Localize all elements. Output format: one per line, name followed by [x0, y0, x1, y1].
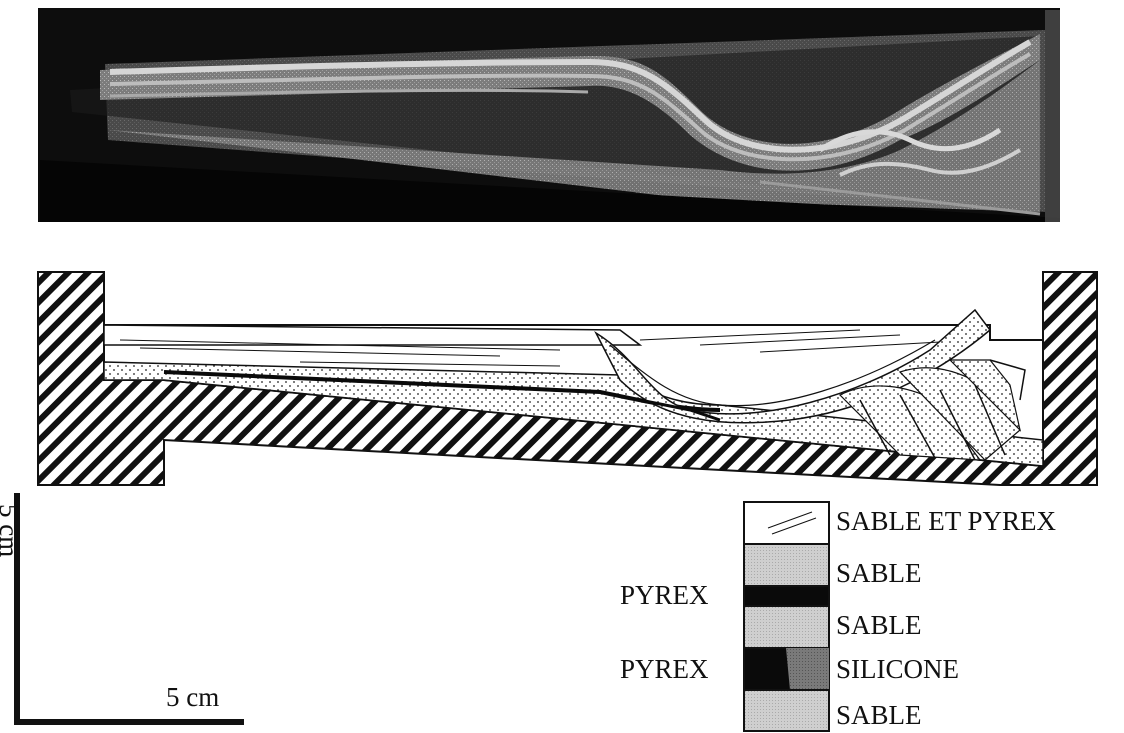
legend-swatch-sable-pyrex — [744, 502, 829, 544]
legend-swatch-sable-2 — [744, 606, 829, 648]
legend-side-label-pyrex-2: PYREX — [620, 656, 709, 683]
legend-label-silicone: SILICONE — [836, 656, 959, 683]
cross-section-diagram — [38, 272, 1097, 485]
vertical-scale-label: 5 cm — [0, 504, 22, 557]
legend-swatch-silicone — [786, 648, 829, 690]
legend-side-label-pyrex-1: PYREX — [620, 582, 709, 609]
legend-swatch-sable-3 — [744, 690, 829, 731]
legend-label-sable-1: SABLE — [836, 560, 922, 587]
legend-swatches — [744, 502, 829, 731]
legend-label-sable-pyrex: SABLE ET PYREX — [836, 508, 1056, 535]
legend-label-sable-3: SABLE — [836, 702, 922, 729]
horizontal-scale-label: 5 cm — [166, 684, 219, 711]
model-photograph — [38, 8, 1060, 222]
legend-swatch-pyrex-1 — [744, 586, 829, 606]
legend-label-sable-2: SABLE — [836, 612, 922, 639]
horizontal-scale-bar — [14, 719, 244, 725]
legend-swatch-sable-1 — [744, 544, 829, 586]
